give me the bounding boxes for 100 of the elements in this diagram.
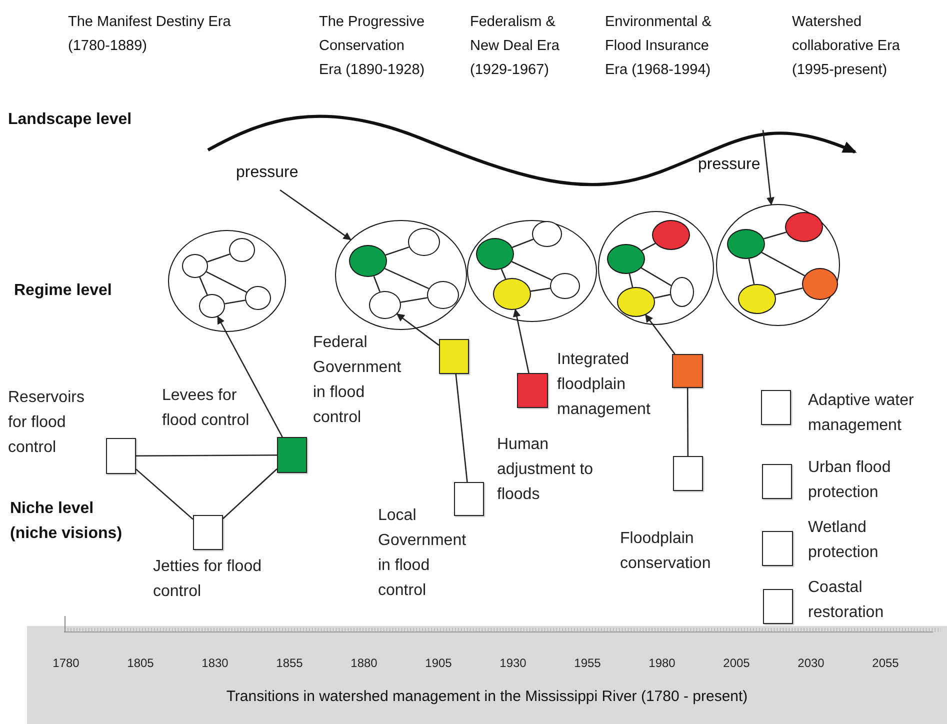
connector-line	[686, 388, 689, 456]
connector-line	[455, 374, 468, 482]
level-label: Landscape level	[8, 110, 133, 130]
era-heading: Environmental & Flood Insurance Era (1968-1994)	[605, 13, 712, 80]
year-tick-label: 1980	[648, 656, 676, 670]
regime-circle	[716, 204, 840, 326]
niche-square	[193, 515, 223, 550]
connector-line	[385, 246, 410, 256]
niche-square	[763, 589, 793, 624]
niche-label: Reservoirs for flood control	[8, 388, 86, 458]
year-tick-label: 1780	[52, 656, 80, 670]
arrow	[280, 189, 352, 240]
year-tick-label: 1905	[424, 656, 453, 670]
level-label: Niche level (niche visions)	[10, 499, 124, 544]
arrow	[396, 313, 440, 346]
node-circle	[182, 254, 208, 278]
era-heading: Federalism & New Deal Era (1929-1967)	[470, 13, 560, 80]
niche-square	[277, 437, 307, 473]
node-circle	[408, 228, 440, 256]
year-tick-label: 1880	[350, 656, 378, 670]
arrow	[762, 130, 774, 206]
node-circle	[244, 286, 270, 310]
level-label: Regime level	[14, 281, 113, 301]
connector-line	[641, 242, 656, 252]
connector-line	[500, 268, 506, 280]
arrow	[512, 308, 530, 374]
niche-label: Levees for flood control	[162, 386, 250, 431]
node-circle	[616, 286, 654, 316]
node-circle	[426, 280, 458, 308]
connector-line	[764, 232, 786, 240]
niche-square	[673, 456, 703, 491]
node-circle	[492, 278, 530, 310]
regime-circle	[168, 230, 286, 332]
niche-label: Floodplain conservation	[620, 529, 712, 574]
connector-line	[654, 294, 670, 299]
year-tick-label: 2055	[871, 656, 900, 670]
niche-label: Jetties for flood control	[153, 557, 262, 602]
niche-label: Federal Government in flood control	[313, 333, 402, 428]
node-circle	[228, 238, 254, 262]
connector-line	[206, 271, 247, 293]
connector-line	[761, 252, 805, 276]
node-circle	[198, 294, 224, 318]
era-heading: The Manifest Destiny Era (1780-1889)	[68, 13, 232, 56]
connector-line	[530, 288, 550, 292]
niche-label: Wetland protection	[808, 518, 880, 563]
niche-label: Human adjustment to floods	[497, 435, 594, 505]
connector-line	[640, 267, 672, 286]
arrow	[645, 314, 676, 354]
year-tick-label: 2005	[722, 656, 751, 670]
connector-line	[199, 276, 208, 296]
connector-line	[373, 276, 380, 292]
niche-square	[672, 354, 703, 388]
year-tick-label: 1930	[498, 656, 528, 670]
niche-square	[454, 482, 484, 516]
node-circle	[532, 220, 562, 246]
regime-circle	[598, 211, 714, 325]
niche-label: Adaptive water management	[808, 391, 915, 436]
node-circle	[670, 276, 694, 306]
year-tick-label: 1830	[200, 656, 230, 670]
regime-circle	[335, 220, 467, 330]
regime-circle	[467, 220, 597, 322]
connector-line	[384, 268, 430, 290]
connector-line	[628, 274, 634, 288]
niche-label: Local Government in flood control	[378, 506, 468, 601]
timeline-caption: Transitions in watershed management in the Mississippi River (1780 - present)	[225, 688, 749, 705]
node-circle	[550, 272, 580, 298]
node-circle	[738, 284, 776, 314]
niche-label: Integrated floodplain management	[557, 350, 652, 420]
niche-square	[106, 438, 136, 474]
niche-square	[439, 339, 469, 374]
node-circle	[368, 290, 400, 318]
node-circle	[784, 212, 822, 242]
connector-line	[206, 254, 230, 262]
niche-square	[517, 373, 548, 408]
niche-square	[762, 531, 793, 566]
node-circle	[726, 228, 764, 258]
era-heading: The Progressive Conservation Era (1890-1928)	[319, 13, 426, 80]
connector-line	[136, 454, 277, 457]
year-tick-label: 1955	[573, 656, 602, 670]
connector-line	[222, 468, 278, 520]
node-circle	[348, 244, 386, 276]
connector-line	[748, 258, 755, 284]
niche-square	[761, 390, 791, 425]
pressure-label: pressure	[236, 163, 300, 183]
year-tick-label: 1805	[126, 656, 155, 670]
connector-line	[511, 261, 552, 281]
connector-line	[224, 300, 246, 304]
connector-line	[512, 238, 534, 248]
node-circle	[476, 238, 514, 270]
niche-square	[762, 464, 792, 499]
connector-line	[400, 297, 428, 303]
node-circle	[652, 220, 690, 250]
node-circle	[606, 244, 644, 274]
connector-line	[136, 468, 194, 520]
niche-label: Coastal restoration	[808, 578, 885, 623]
arrow	[217, 316, 283, 438]
pressure-label: pressure	[698, 155, 762, 175]
node-circle	[802, 268, 838, 300]
year-tick-label: 2030	[796, 656, 826, 670]
year-tick-label: 1855	[275, 656, 304, 670]
